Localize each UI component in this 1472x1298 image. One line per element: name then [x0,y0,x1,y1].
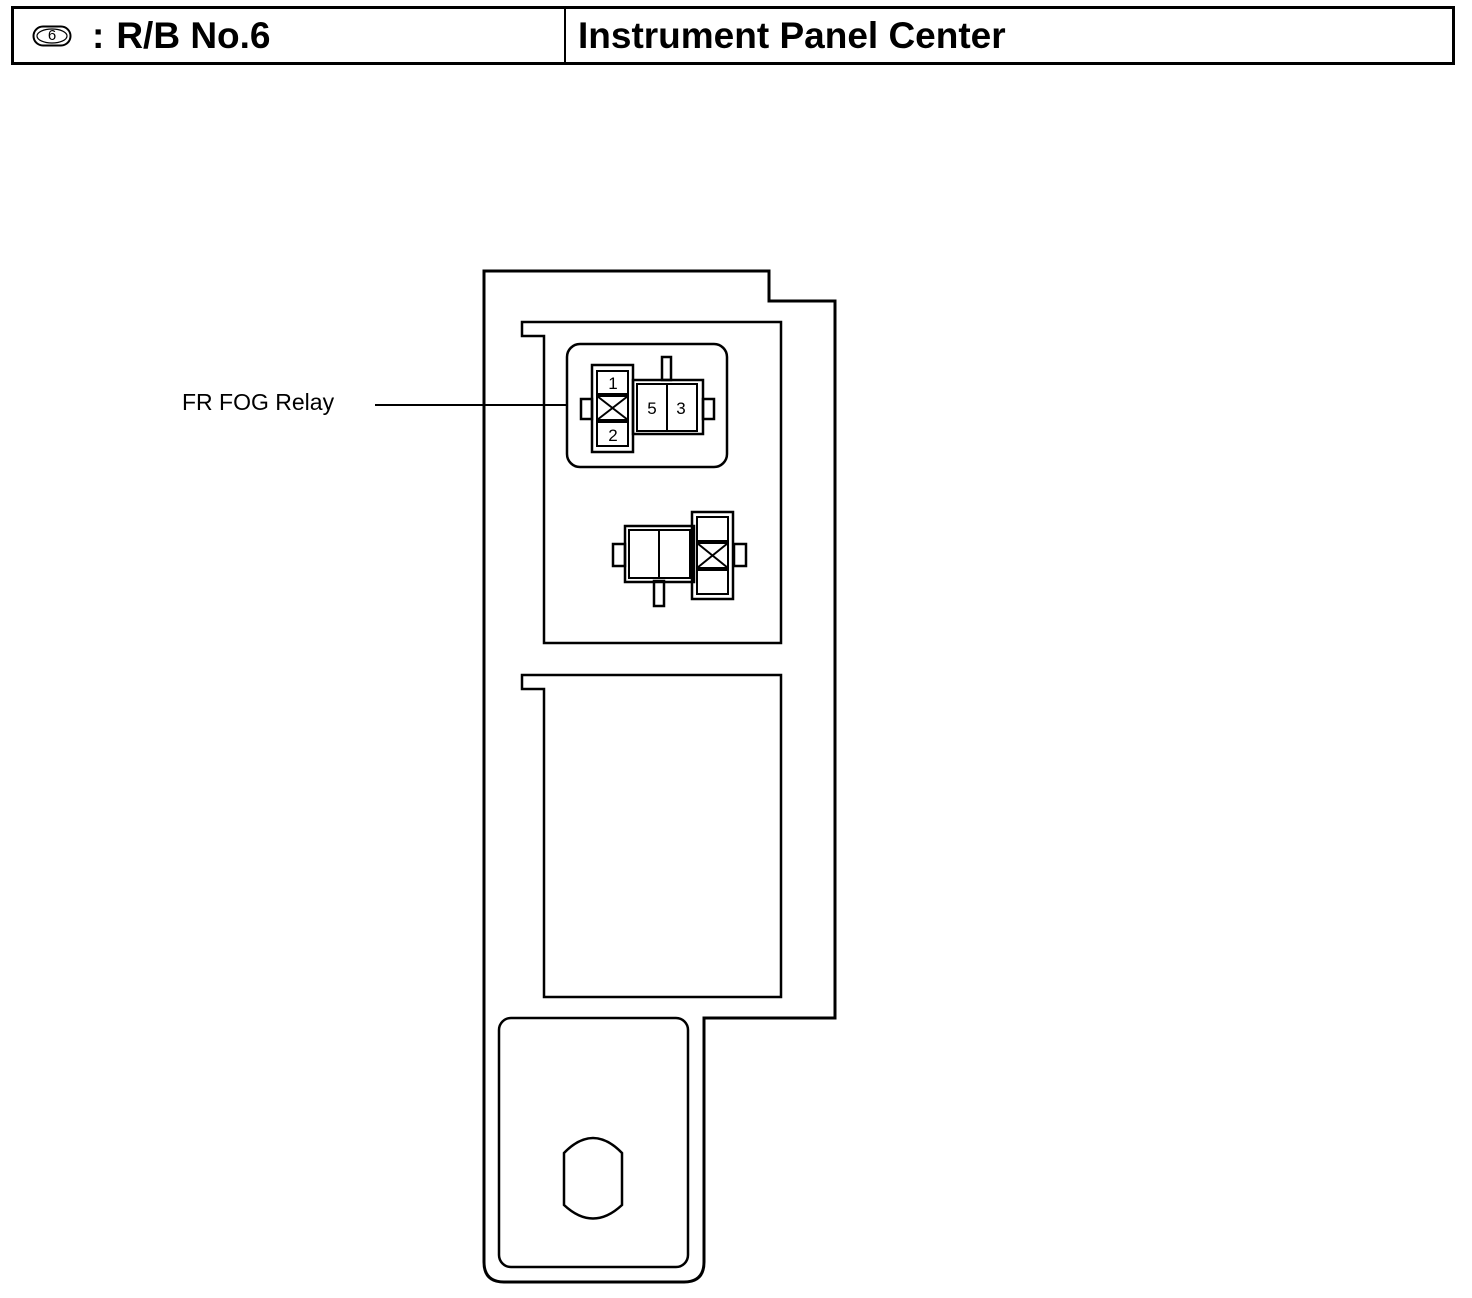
header-right-cell: Instrument Panel Center [566,9,1452,62]
badge-number: 6 [47,26,57,44]
upper-cavity-panel [520,320,783,645]
fr-fog-relay-socket: 1 2 5 3 [565,342,729,469]
terminal-label-2: 2 [608,426,617,445]
socket-column-top-cell [696,516,729,542]
location-title: Instrument Panel Center [578,14,1006,56]
connector-number-badge: 6 [32,25,72,47]
empty-relay-socket [611,510,748,608]
relay-terminal-3-cell [666,383,698,432]
relay-right-terminal-block [631,378,705,436]
relay-terminal-1-cell [596,370,629,395]
relay-blank-cell [596,395,629,421]
socket-cell-a [628,529,660,579]
terminal-label-3: 3 [676,399,685,418]
socket-bottom-key [652,579,666,608]
socket-column-bottom-cell [696,569,729,595]
terminal-label-1: 1 [608,374,617,393]
socket-left-block [623,524,696,584]
badge-outline-icon [32,25,72,46]
socket-right-tab [732,542,748,568]
header-left-cell: 6 : R/B No.6 [14,9,566,62]
mounting-hole [562,1136,624,1220]
relay-top-key [660,355,673,382]
relay-left-tab [579,397,594,421]
relay-right-tab [701,397,716,421]
socket-right-column [690,510,735,601]
socket-left-tab [611,542,627,568]
header-bar: 6 : R/B No.6 Instrument Panel Center [11,6,1455,65]
relay-block-name: R/B No.6 [116,14,271,56]
relay-block-housing [482,269,837,1284]
socket-column-mid-cell [696,542,729,569]
header-colon: : [92,14,105,56]
terminal-label-5: 5 [647,399,656,418]
socket-cell-b [658,529,691,579]
mounting-bracket [497,1016,690,1269]
fr-fog-relay-label: FR FOG Relay [182,389,335,415]
lower-cavity-panel [520,673,783,999]
socket-cross-line [696,542,729,569]
relay-blank-cross-line [596,395,629,421]
relay-terminal-2-cell [596,421,629,447]
